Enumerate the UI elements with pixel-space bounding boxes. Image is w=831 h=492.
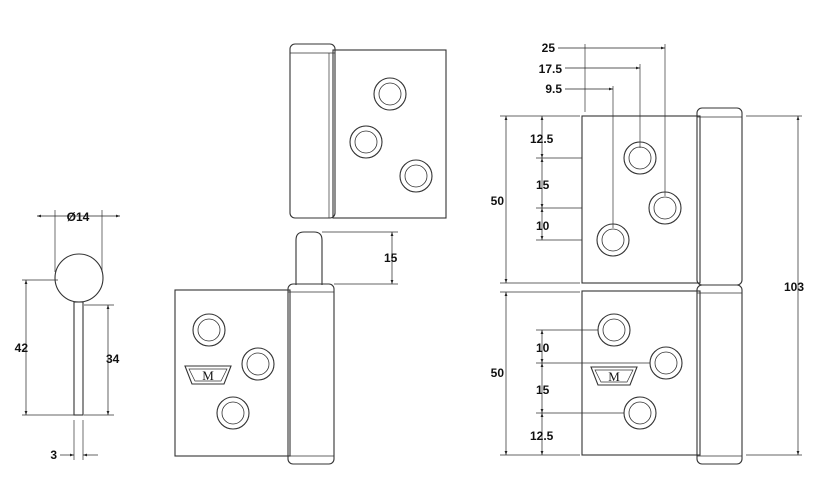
hole-offset-mid-label: 17.5	[539, 62, 563, 76]
screw-hole	[623, 396, 657, 430]
upper-spacing-top-label: 12.5	[530, 132, 554, 146]
upper-plate	[332, 49, 447, 219]
screw-hole	[596, 223, 630, 257]
upper-leaf-plate	[581, 115, 701, 284]
hole-offset-near-label: 9.5	[545, 82, 562, 96]
lower-leaf-knuckle	[696, 284, 743, 465]
screw-hole	[241, 347, 275, 381]
pin-view: Ø14 42 34 3	[15, 210, 120, 462]
pin-shaft-width-label: 3	[50, 448, 57, 462]
upper-leaf-height-label: 50	[491, 194, 505, 208]
exploded-pin	[295, 231, 323, 285]
upper-leaf-knuckle	[696, 107, 743, 286]
screw-hole	[597, 313, 631, 347]
pin-diameter-label: Ø14	[67, 210, 90, 224]
upper-spacing-mid-label: 15	[536, 178, 550, 192]
lower-leaf-height-label: 50	[491, 366, 505, 380]
screw-hole	[649, 346, 683, 380]
m-marker-icon: M	[184, 365, 232, 385]
marker-letter: M	[202, 368, 214, 383]
upper-knuckle	[289, 43, 336, 219]
upper-spacing-bottom-label: 10	[536, 219, 550, 233]
lower-knuckle	[287, 283, 335, 465]
m-marker-icon: M	[590, 366, 638, 386]
pin-shaft	[73, 301, 84, 416]
pin-head	[54, 253, 104, 303]
screw-hole	[373, 77, 407, 111]
screw-hole	[349, 125, 383, 159]
pin-extension-label: 15	[384, 251, 398, 265]
screw-hole	[399, 159, 433, 193]
lower-spacing-bottom-label: 12.5	[530, 429, 554, 443]
pin-shaft-height-label: 34	[106, 352, 120, 366]
pin-total-height-label: 42	[15, 341, 29, 355]
exploded-view: 15 M	[174, 43, 447, 465]
assembled-view: M 25 17.5 9.5 50 12.5 15 10	[491, 41, 804, 465]
marker-letter: M	[608, 369, 620, 384]
lower-leaf-plate	[581, 290, 701, 456]
screw-hole	[192, 313, 226, 347]
screw-hole	[648, 191, 682, 225]
overall-height-label: 103	[784, 280, 804, 294]
lower-plate	[174, 289, 291, 457]
lower-spacing-top-label: 10	[536, 341, 550, 355]
lower-hinge-part: M	[174, 283, 335, 465]
lower-spacing-mid-label: 15	[536, 383, 550, 397]
screw-hole	[623, 141, 657, 175]
screw-hole	[216, 396, 250, 430]
upper-hinge-part	[289, 43, 447, 219]
hole-offset-far-label: 25	[542, 41, 556, 55]
